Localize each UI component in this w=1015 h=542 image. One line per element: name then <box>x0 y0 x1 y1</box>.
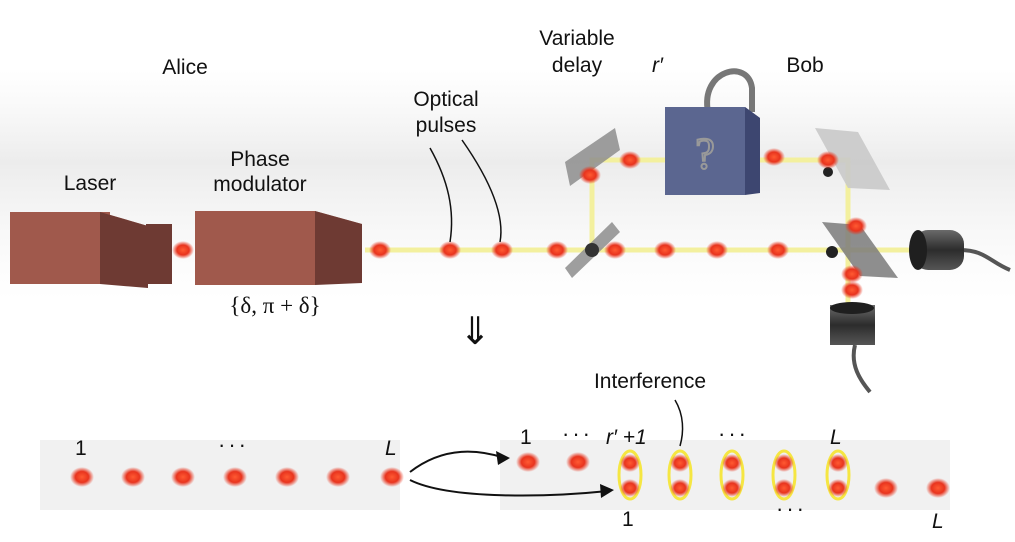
beam-splitter-icon <box>565 222 620 278</box>
interference-pointer <box>674 399 684 447</box>
interfering-pulse <box>620 479 640 497</box>
mirror-icon <box>565 128 620 186</box>
alice-pulse <box>121 467 145 487</box>
bob-pulse-upper <box>566 452 590 472</box>
interference-ring <box>771 449 797 501</box>
optical-pulse <box>439 241 461 259</box>
implies-arrow-icon: ⇓ <box>459 311 491 353</box>
interfering-pulse <box>828 479 848 497</box>
bob-label: Bob <box>786 54 824 77</box>
interference-label: Interference <box>593 370 707 393</box>
upper-last-index: L <box>830 426 842 449</box>
phase-modulator-label-1: Phase <box>230 148 290 171</box>
upper-r-label: r′ +1 <box>606 426 647 449</box>
bob-pulse-band <box>500 440 950 510</box>
svg-text:?: ? <box>695 129 715 178</box>
mirror-mount-icon <box>823 167 833 177</box>
interfering-pulse <box>722 479 742 497</box>
phase-modulator-label-2: modulator <box>213 173 307 196</box>
optical-pulses-label-2: pulses <box>415 114 477 137</box>
alice-pulse-train <box>70 467 404 487</box>
alice-pulse <box>326 467 350 487</box>
interfering-pulse <box>722 454 742 472</box>
r-prime-label: r′ <box>652 54 663 77</box>
delay-arrow-lower <box>409 479 609 497</box>
bob-pulse-upper <box>516 452 540 472</box>
phase-modulator-block-icon <box>195 211 362 285</box>
photon-detector-icon <box>909 230 1011 272</box>
mirror-icon <box>815 128 890 190</box>
alice-pulse <box>380 467 404 487</box>
optical-pulse <box>654 241 676 259</box>
optical-pulse <box>619 151 641 169</box>
variable-delay-label-1: Variable <box>539 27 615 50</box>
optical-pulse <box>763 148 785 166</box>
optical-pulses-label-1: Optical <box>413 88 479 111</box>
optical-pulse-pointer <box>429 147 453 243</box>
interfering-pulse <box>670 454 690 472</box>
optical-pulse <box>546 241 568 259</box>
optical-pulse <box>706 241 728 259</box>
laser-block-icon <box>10 212 172 288</box>
optical-pulse <box>845 217 867 235</box>
alice-pulse <box>275 467 299 487</box>
optical-pulse <box>369 241 391 259</box>
interfering-pulse <box>828 454 848 472</box>
setup-pulses <box>172 148 867 299</box>
bob-pulse-train <box>516 449 950 501</box>
optical-pulse <box>491 241 513 259</box>
phase-set-label: {δ, π + δ} <box>229 293 321 318</box>
variable-delay-label-2: delay <box>551 54 603 77</box>
interfering-pulse <box>620 454 640 472</box>
alice-first-index: 1 <box>75 437 87 460</box>
optical-pulse <box>841 265 863 283</box>
optical-pulse <box>604 241 626 259</box>
interference-ring <box>617 449 643 501</box>
upper-first-index: 1 <box>520 426 532 449</box>
bob-pulse-lower <box>874 478 898 498</box>
interfering-pulse <box>774 479 794 497</box>
optical-pulse <box>767 241 789 259</box>
interfering-pulse <box>774 454 794 472</box>
upper-ellipsis-2: ··· <box>718 421 749 446</box>
optical-pulse <box>817 151 839 169</box>
bob-pulse-lower <box>926 478 950 498</box>
arrowhead-icon <box>600 484 614 498</box>
interfering-pulse <box>670 479 690 497</box>
lower-first-index: 1 <box>622 508 634 531</box>
alice-last-index: L <box>385 437 397 460</box>
alice-ellipsis: ··· <box>218 432 249 457</box>
optical-pulse-pointer <box>461 139 502 243</box>
lower-ellipsis: ··· <box>776 496 807 521</box>
arrowhead-icon <box>496 451 510 465</box>
question-lock-icon: ? <box>665 68 760 195</box>
alice-label: Alice <box>162 56 208 79</box>
optical-pulse <box>579 166 601 184</box>
delay-arrow-upper <box>409 450 506 473</box>
alice-pulse <box>171 467 195 487</box>
beam-splitter-icon <box>822 222 898 278</box>
upper-ellipsis: ··· <box>562 421 593 446</box>
interference-ring <box>719 449 745 501</box>
lower-last-index: L <box>932 510 944 533</box>
interference-ring <box>667 449 693 501</box>
interference-ring <box>825 449 851 501</box>
optical-pulse <box>172 241 194 259</box>
photon-detector-icon <box>830 302 875 394</box>
optical-pulse <box>841 281 863 299</box>
alice-pulse <box>70 467 94 487</box>
alice-pulse <box>223 467 247 487</box>
laser-label: Laser <box>63 172 117 195</box>
